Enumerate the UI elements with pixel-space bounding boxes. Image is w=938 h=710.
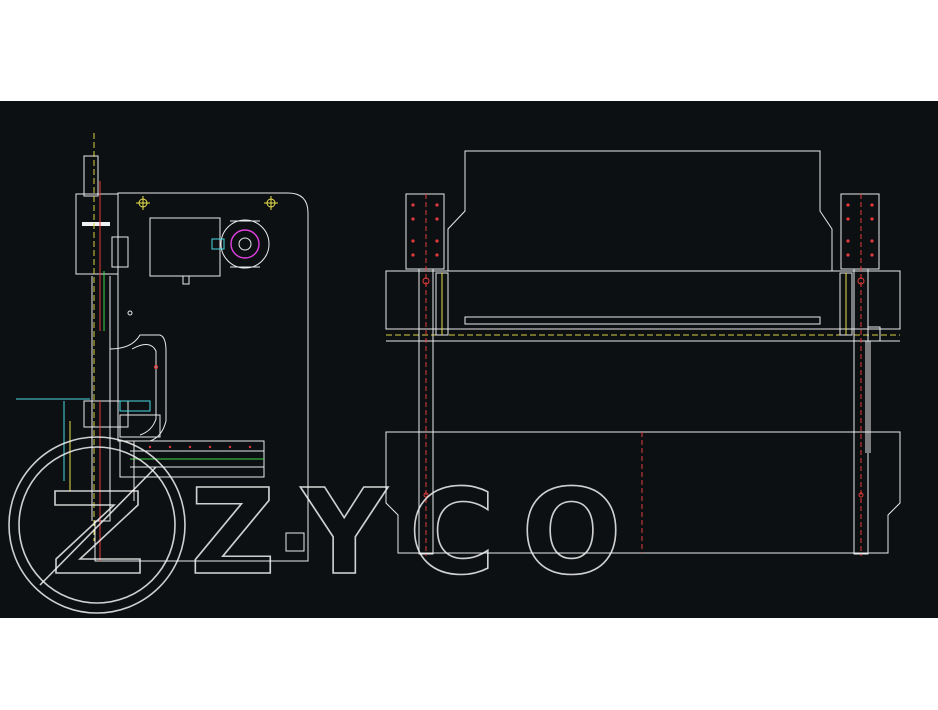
crosshair-left — [136, 196, 150, 210]
throat-hole — [154, 365, 158, 369]
pump-hub — [238, 237, 252, 251]
top-crossbeam — [385, 270, 901, 330]
side-frame-plate — [94, 192, 309, 562]
cylinder-valve — [111, 236, 129, 268]
cylinder-top — [83, 155, 99, 197]
cylinder-housing — [75, 193, 119, 275]
lower-die-block — [119, 414, 161, 438]
foot-pedal-box — [285, 532, 305, 552]
motor-body — [149, 217, 221, 277]
throat-inner — [131, 344, 157, 436]
pump-outline — [220, 219, 270, 269]
motor-flange — [230, 229, 260, 259]
right-side-bracket — [867, 326, 881, 342]
press-brake-drawing: ZYCO — [8, 133, 901, 614]
right-pin-top — [857, 277, 865, 285]
back-gauge-holes — [148, 445, 252, 449]
lower-bed — [385, 431, 901, 554]
left-mount-holes — [411, 203, 439, 257]
left-pin-low — [423, 492, 429, 498]
zyco-logo: ZYCO — [8, 436, 648, 614]
pump-connector — [211, 238, 225, 250]
cylinder-label-bar — [82, 222, 110, 226]
zyco-wordmark: ZYCO — [190, 463, 648, 601]
frame-hole — [127, 310, 133, 316]
clamp-block — [83, 400, 129, 428]
upper-beam — [447, 150, 833, 272]
clamp-connector — [119, 400, 151, 412]
left-pin-top — [422, 277, 430, 285]
upper-die — [464, 316, 821, 325]
crosshair-right — [264, 196, 278, 210]
front-view — [385, 150, 901, 556]
zyco-emblem-icon — [8, 436, 186, 614]
right-pin-low — [858, 492, 864, 498]
right-mount-holes — [846, 203, 874, 257]
cad-drawing-canvas: ZYCO — [0, 101, 938, 618]
motor-foot — [182, 275, 190, 285]
side-view — [16, 133, 309, 562]
